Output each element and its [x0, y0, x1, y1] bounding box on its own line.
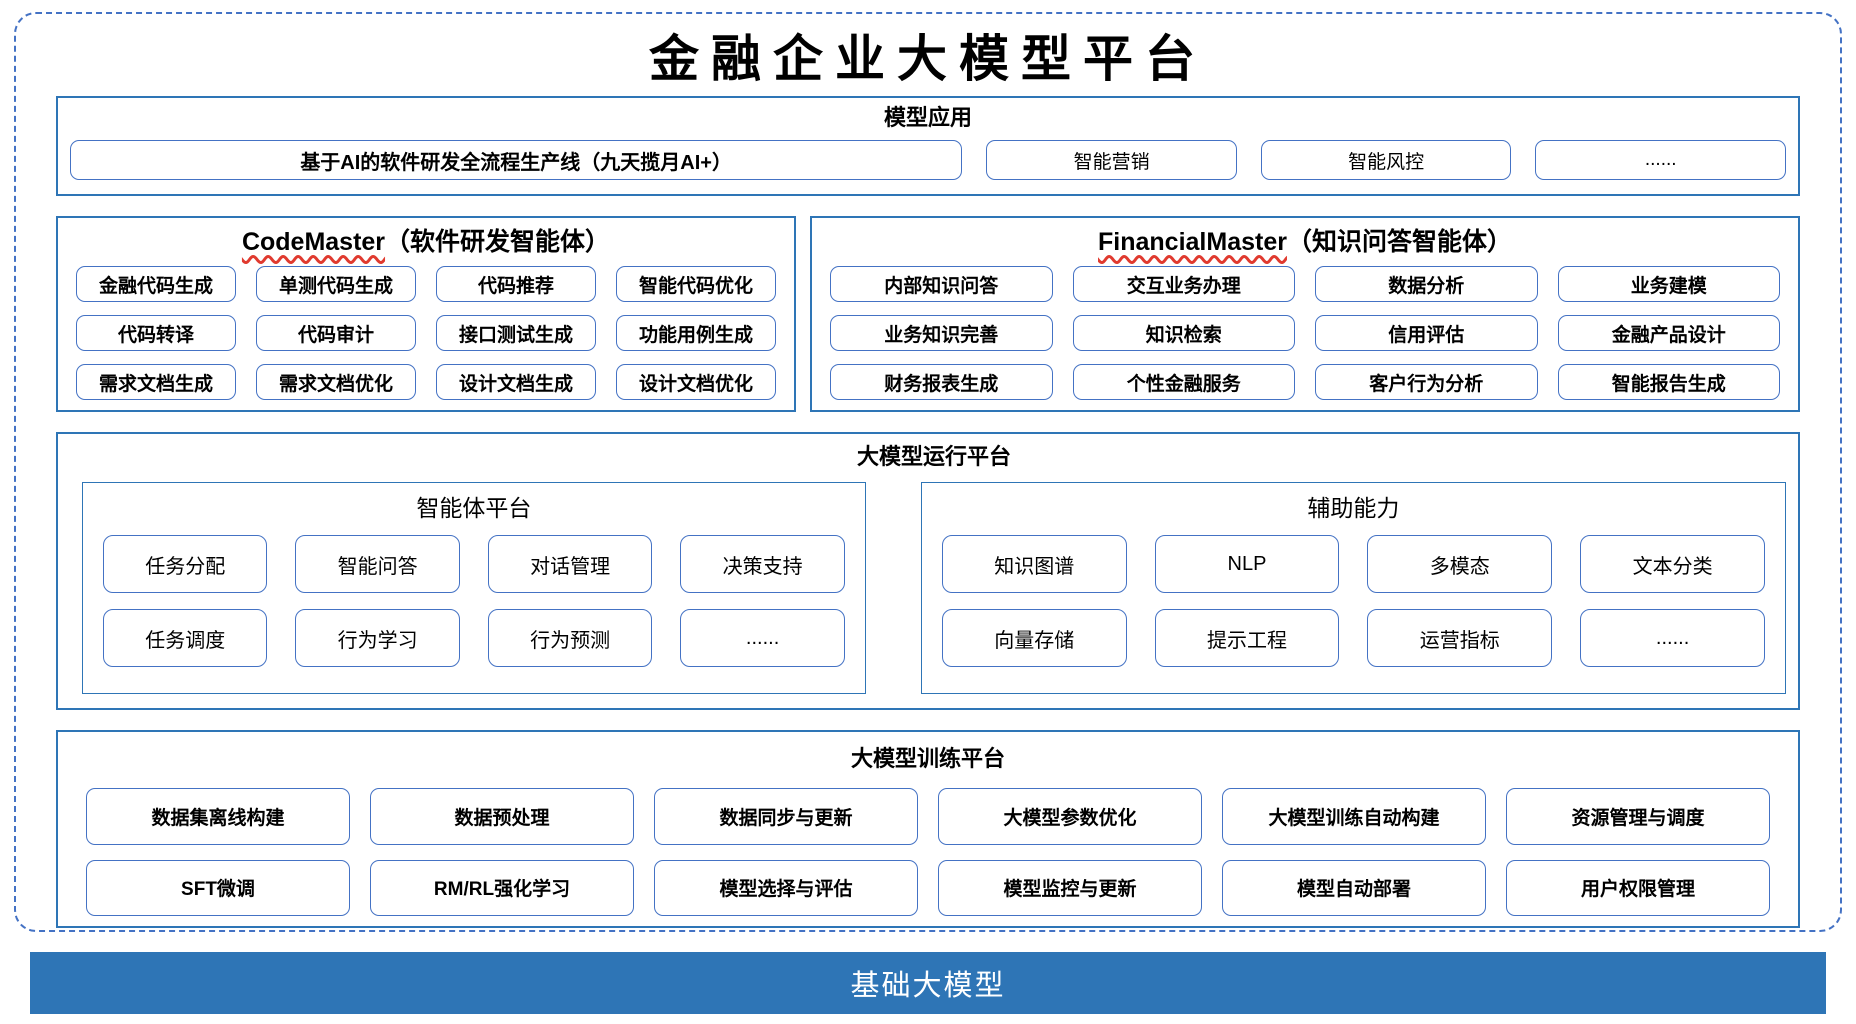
model-applications-heading: 模型应用	[883, 105, 972, 130]
capability-chip: 信用评估	[1315, 315, 1538, 351]
capability-chip: 智能代码优化	[616, 266, 776, 302]
agent-platform-heading: 智能体平台	[416, 495, 532, 521]
foundation-model-label: 基础大模型	[850, 970, 1006, 1002]
capability-chip: 业务知识完善	[830, 315, 1053, 351]
capability-chip: 智能报告生成	[1557, 364, 1780, 400]
model-applications-row: 基于AI的软件研发全流程生产线（九天揽月AI+） 智能营销智能风控......	[70, 140, 1786, 180]
financialmaster-subtitle: （知识问答智能体）	[1286, 228, 1512, 256]
capability-chip: 个性金融服务	[1072, 364, 1295, 400]
capability-chip: 代码审计	[256, 315, 416, 351]
runtime-platform-heading: 大模型运行平台	[856, 444, 1011, 469]
training-capability-grid: 数据集离线构建数据预处理数据同步与更新大模型参数优化大模型训练自动构建资源管理与…	[86, 788, 1770, 916]
section-runtime-platform: 大模型运行平台 智能体平台 任务分配智能问答对话管理决策支持任务调度行为学习行为…	[56, 432, 1800, 710]
section-codemaster: CodeMaster（软件研发智能体） 金融代码生成单测代码生成代码推荐智能代码…	[56, 216, 796, 412]
agent-platform-box: 智能体平台 任务分配智能问答对话管理决策支持任务调度行为学习行为预测......	[82, 482, 866, 694]
runtime-capability-chip: 文本分类	[1580, 535, 1765, 593]
section-financialmaster: FinancialMaster（知识问答智能体） 内部知识问答交互业务办理数据分…	[810, 216, 1800, 412]
capability-chip: 功能用例生成	[616, 315, 776, 351]
capability-chip: 交互业务办理	[1072, 266, 1295, 302]
training-capability-chip: 模型选择与评估	[654, 859, 918, 916]
application-chip: ......	[1535, 140, 1786, 180]
codemaster-subtitle: （软件研发智能体）	[385, 228, 611, 256]
application-chip-list: 智能营销智能风控......	[986, 140, 1786, 180]
capability-chip: 接口测试生成	[436, 315, 596, 351]
capability-chip: 业务建模	[1557, 266, 1780, 302]
capability-chip: 设计文档优化	[616, 364, 776, 400]
runtime-capability-chip: 运营指标	[1367, 609, 1553, 667]
training-capability-chip: SFT微调	[86, 859, 350, 916]
training-capability-chip: 数据同步与更新	[654, 788, 918, 845]
application-chip: 智能风控	[1260, 140, 1512, 180]
capability-chip: 代码转译	[76, 315, 236, 351]
codemaster-name: CodeMaster	[241, 228, 386, 256]
training-capability-chip: 大模型参数优化	[938, 788, 1202, 845]
capability-chip: 内部知识问答	[830, 266, 1053, 302]
training-capability-chip: 模型监控与更新	[938, 859, 1202, 916]
section-model-applications: 模型应用 基于AI的软件研发全流程生产线（九天揽月AI+） 智能营销智能风控..…	[56, 96, 1800, 196]
capability-chip: 知识检索	[1072, 315, 1295, 351]
capability-chip: 单测代码生成	[256, 266, 416, 302]
runtime-capability-chip: NLP	[1154, 535, 1340, 593]
foundation-model-bar: 基础大模型	[30, 952, 1826, 1014]
runtime-capability-chip: 行为学习	[295, 609, 460, 667]
financialmaster-name: FinancialMaster	[1098, 228, 1287, 256]
runtime-capability-chip: 对话管理	[487, 535, 653, 593]
auxiliary-capability-box: 辅助能力 知识图谱 NLP 多模态文本分类向量存储提示工程运营指标......	[920, 482, 1786, 694]
application-chip: 智能营销	[986, 140, 1237, 180]
agent-platform-grid: 任务分配智能问答对话管理决策支持任务调度行为学习行为预测......	[103, 535, 845, 667]
runtime-capability-chip: 行为预测	[487, 609, 653, 667]
agents-row: CodeMaster（软件研发智能体） 金融代码生成单测代码生成代码推荐智能代码…	[56, 216, 1800, 412]
financialmaster-capability-grid: 内部知识问答交互业务办理数据分析业务建模业务知识完善知识检索信用评估金融产品设计…	[830, 266, 1780, 400]
training-capability-chip: 模型自动部署	[1222, 859, 1486, 916]
runtime-capability-chip: 任务分配	[103, 535, 268, 593]
capability-chip: 需求文档优化	[256, 364, 416, 400]
training-capability-chip: 数据集离线构建	[86, 788, 350, 845]
capability-chip: 金融代码生成	[76, 266, 236, 302]
capability-chip: 代码推荐	[436, 266, 596, 302]
auxiliary-capability-heading: 辅助能力	[1307, 495, 1400, 521]
runtime-row: 智能体平台 任务分配智能问答对话管理决策支持任务调度行为学习行为预测......…	[82, 482, 1786, 694]
runtime-capability-chip: 知识图谱	[941, 535, 1127, 593]
training-capability-chip: RM/RL强化学习	[370, 859, 634, 916]
runtime-capability-chip: 任务调度	[103, 609, 268, 667]
codemaster-capability-grid: 金融代码生成单测代码生成代码推荐智能代码优化代码转译代码审计接口测试生成功能用例…	[76, 266, 776, 400]
runtime-capability-chip: 智能问答	[295, 535, 460, 593]
ai-pipeline-chip: 基于AI的软件研发全流程生产线（九天揽月AI+）	[70, 140, 963, 180]
financialmaster-title: FinancialMaster（知识问答智能体）	[830, 224, 1780, 260]
runtime-capability-chip: 多模态	[1367, 535, 1553, 593]
runtime-capability-chip: 提示工程	[1154, 609, 1340, 667]
training-capability-chip: 数据预处理	[370, 788, 634, 845]
capability-chip: 金融产品设计	[1557, 315, 1780, 351]
runtime-capability-chip: 向量存储	[941, 609, 1127, 667]
runtime-capability-chip: ......	[1580, 609, 1765, 667]
training-platform-heading: 大模型训练平台	[850, 746, 1005, 771]
capability-chip: 客户行为分析	[1315, 364, 1538, 400]
training-capability-chip: 资源管理与调度	[1506, 788, 1770, 845]
capability-chip: 设计文档生成	[436, 364, 596, 400]
capability-chip: 财务报表生成	[830, 364, 1053, 400]
page-title: 金融企业大模型平台	[649, 31, 1207, 87]
runtime-capability-chip: ......	[680, 609, 845, 667]
capability-chip: 需求文档生成	[76, 364, 236, 400]
codemaster-title: CodeMaster（软件研发智能体）	[76, 224, 776, 260]
training-capability-chip: 大模型训练自动构建	[1222, 788, 1486, 845]
capability-chip: 数据分析	[1315, 266, 1538, 302]
training-capability-chip: 用户权限管理	[1506, 859, 1770, 916]
auxiliary-capability-grid: 知识图谱 NLP 多模态文本分类向量存储提示工程运营指标......	[941, 535, 1765, 667]
section-training-platform: 大模型训练平台 数据集离线构建数据预处理数据同步与更新大模型参数优化大模型训练自…	[56, 730, 1800, 928]
runtime-capability-chip: 决策支持	[680, 535, 845, 593]
platform-dashed-frame: 金融企业大模型平台 模型应用 基于AI的软件研发全流程生产线（九天揽月AI+） …	[14, 12, 1842, 932]
